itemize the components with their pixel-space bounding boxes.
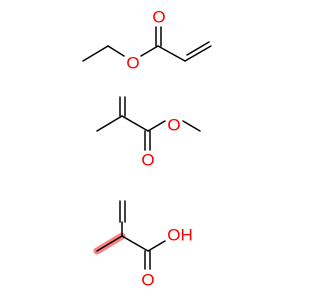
atom-carbonyl-o: O (141, 271, 154, 290)
bond-vinyl-a (184, 45, 212, 62)
bond-methyl-alpha (96, 235, 123, 252)
bond-carbonyl-alpha (157, 45, 186, 62)
atom-carbonyl-o: O (141, 151, 154, 170)
molecule-ethyl-acrylate: O O (82, 8, 212, 73)
atom-carbonyl-o: O (152, 8, 165, 27)
bond-o-carbonyl (140, 45, 159, 57)
bond-methyl-alpha (96, 115, 123, 132)
bond-alpha-carboxyl (121, 235, 149, 252)
bond-carboxyl-oh (147, 240, 166, 252)
atom-ester-o: O (126, 54, 139, 73)
bond-alpha-carbonyl (121, 115, 149, 132)
atom-ester-o: O (167, 116, 180, 135)
molecule-methyl-methacrylate: O O (96, 96, 201, 170)
structures-svg: O O O O (82, 8, 212, 290)
bond-ch2-o (107, 45, 125, 57)
bond-ester-o-methyl (182, 120, 201, 132)
structure-canvas: O O O O (82, 7, 212, 290)
molecule-methacrylic-acid: OH O (93, 200, 193, 290)
bond-ch3-ch2 (82, 45, 109, 62)
bond-carbonyl-ester-o (147, 120, 166, 132)
atom-hydroxyl: OH (167, 226, 193, 245)
bond-vinyl-b (186, 41, 210, 56)
